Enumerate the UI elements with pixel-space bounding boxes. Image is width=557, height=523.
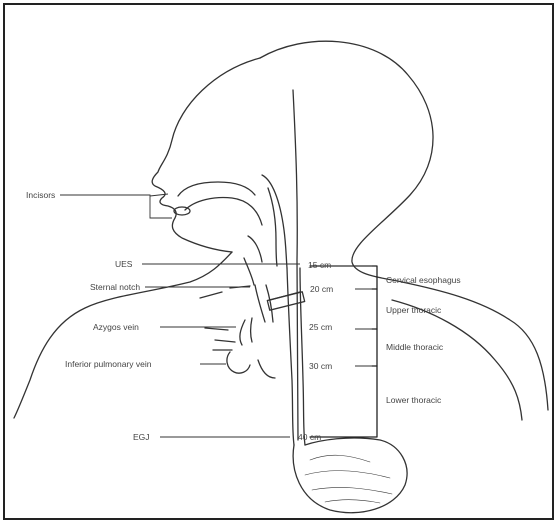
pulmonary-vessels <box>205 328 235 350</box>
figure-border <box>4 4 553 519</box>
clavicle <box>200 286 300 300</box>
shoulder-left <box>14 252 232 418</box>
pharynx-anterior <box>268 188 277 266</box>
sternal-bar <box>267 292 304 310</box>
head-outline <box>260 41 548 410</box>
label-40cm: 40 cm <box>298 432 321 442</box>
scope-line <box>293 90 298 440</box>
label-inferior-pulmonary-vein: Inferior pulmonary vein <box>65 359 152 369</box>
label-upper-thoracic: Upper thoracic <box>386 305 442 315</box>
palate <box>178 182 255 196</box>
heart-outline <box>227 352 275 378</box>
segment-ticks <box>372 289 377 366</box>
label-azygos-vein: Azygos vein <box>93 322 139 332</box>
label-lower-thoracic: Lower thoracic <box>386 395 442 405</box>
distance-leaders <box>320 266 372 366</box>
tongue <box>185 198 262 226</box>
incisor-tooth <box>174 207 190 215</box>
label-sternal-notch: Sternal notch <box>90 282 140 292</box>
label-incisors: Incisors <box>26 190 55 200</box>
trachea <box>255 285 273 322</box>
label-30cm: 30 cm <box>309 361 332 371</box>
label-20cm: 20 cm <box>310 284 333 294</box>
face-profile <box>152 58 260 252</box>
stomach-outline <box>293 438 407 513</box>
label-cervical-esophagus: Cervical esophagus <box>386 275 461 285</box>
larynx <box>244 236 262 285</box>
stomach-folds <box>305 455 392 503</box>
label-15cm: 15 cm <box>308 260 331 270</box>
label-25cm: 25 cm <box>309 322 332 332</box>
incisors-leader <box>60 194 172 218</box>
label-egj: EGJ <box>133 432 150 442</box>
azygos-arch <box>240 318 252 345</box>
label-middle-thoracic: Middle thoracic <box>386 342 444 352</box>
label-ues: UES <box>115 259 133 269</box>
